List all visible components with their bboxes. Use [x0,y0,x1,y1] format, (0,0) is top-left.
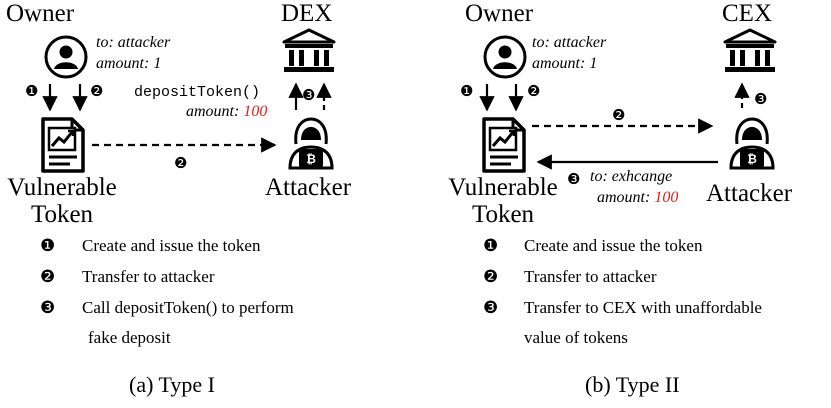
step2-badge: ❷ [90,84,104,100]
annotation-amount-100: amount: 100 [186,103,268,120]
step2-badge: ❷ [527,84,541,100]
owner-person-icon [44,35,88,79]
legend-item: ❸ [483,298,499,317]
legend-item-continuation: fake deposit [88,328,171,347]
annotation-amount-1: amount: 1 [532,55,598,72]
step1-badge: ❶ [25,84,39,100]
step3-badge: ❸ [567,172,581,188]
token-document-icon [482,117,526,173]
cex-bank-building-icon [723,28,777,74]
legend-item: ❶ [483,236,499,255]
legend-item: ❸ [40,298,56,317]
legend-item-continuation: value of tokens [524,328,628,347]
legend-item: ❷ [40,267,56,286]
annotation-amount-100: amount: 100 [597,189,679,206]
call-deposit-token: depositToken() [134,84,261,101]
legend-item-text: Transfer to CEX with unaffordable [524,298,762,317]
caption-type-2: (b) Type II [585,372,680,397]
annotation-to-attacker: to: attacker [96,34,171,51]
attacker-hacker-icon [288,117,334,170]
annotation-to-exchange: to: exhcange [590,168,673,185]
legend-item: ❶ [40,236,56,255]
cex-label: CEX [722,0,772,27]
legend-item-text: Create and issue the token [524,236,703,255]
caption-type-1: (a) Type I [129,372,216,397]
attacker-hacker-icon [729,117,775,170]
owner-label: Owner [6,0,75,27]
legend-item-text: Transfer to attacker [524,267,657,286]
attacker-label: Attacker [265,174,352,201]
annotation-amount-1: amount: 1 [96,55,162,72]
token-document-icon [41,117,85,173]
dex-label: DEX [281,0,333,27]
dex-bank-building-icon [282,28,336,74]
step1-badge: ❶ [460,84,474,100]
owner-person-icon [483,35,527,79]
attacker-label: Attacker [706,180,793,207]
legend-item-text: Call depositToken() to perform [82,298,294,317]
annotation-to-attacker: to: attacker [532,34,607,51]
legend-item: ❷ [483,267,499,286]
step3-badge: ❸ [302,88,316,104]
owner-label: Owner [465,0,534,27]
step2-badge: ❷ [612,108,626,124]
legend-item-text: Create and issue the token [82,236,261,255]
legend-item-text: Transfer to attacker [82,267,215,286]
step2-badge: ❷ [174,156,188,172]
step3-badge: ❸ [754,92,768,108]
